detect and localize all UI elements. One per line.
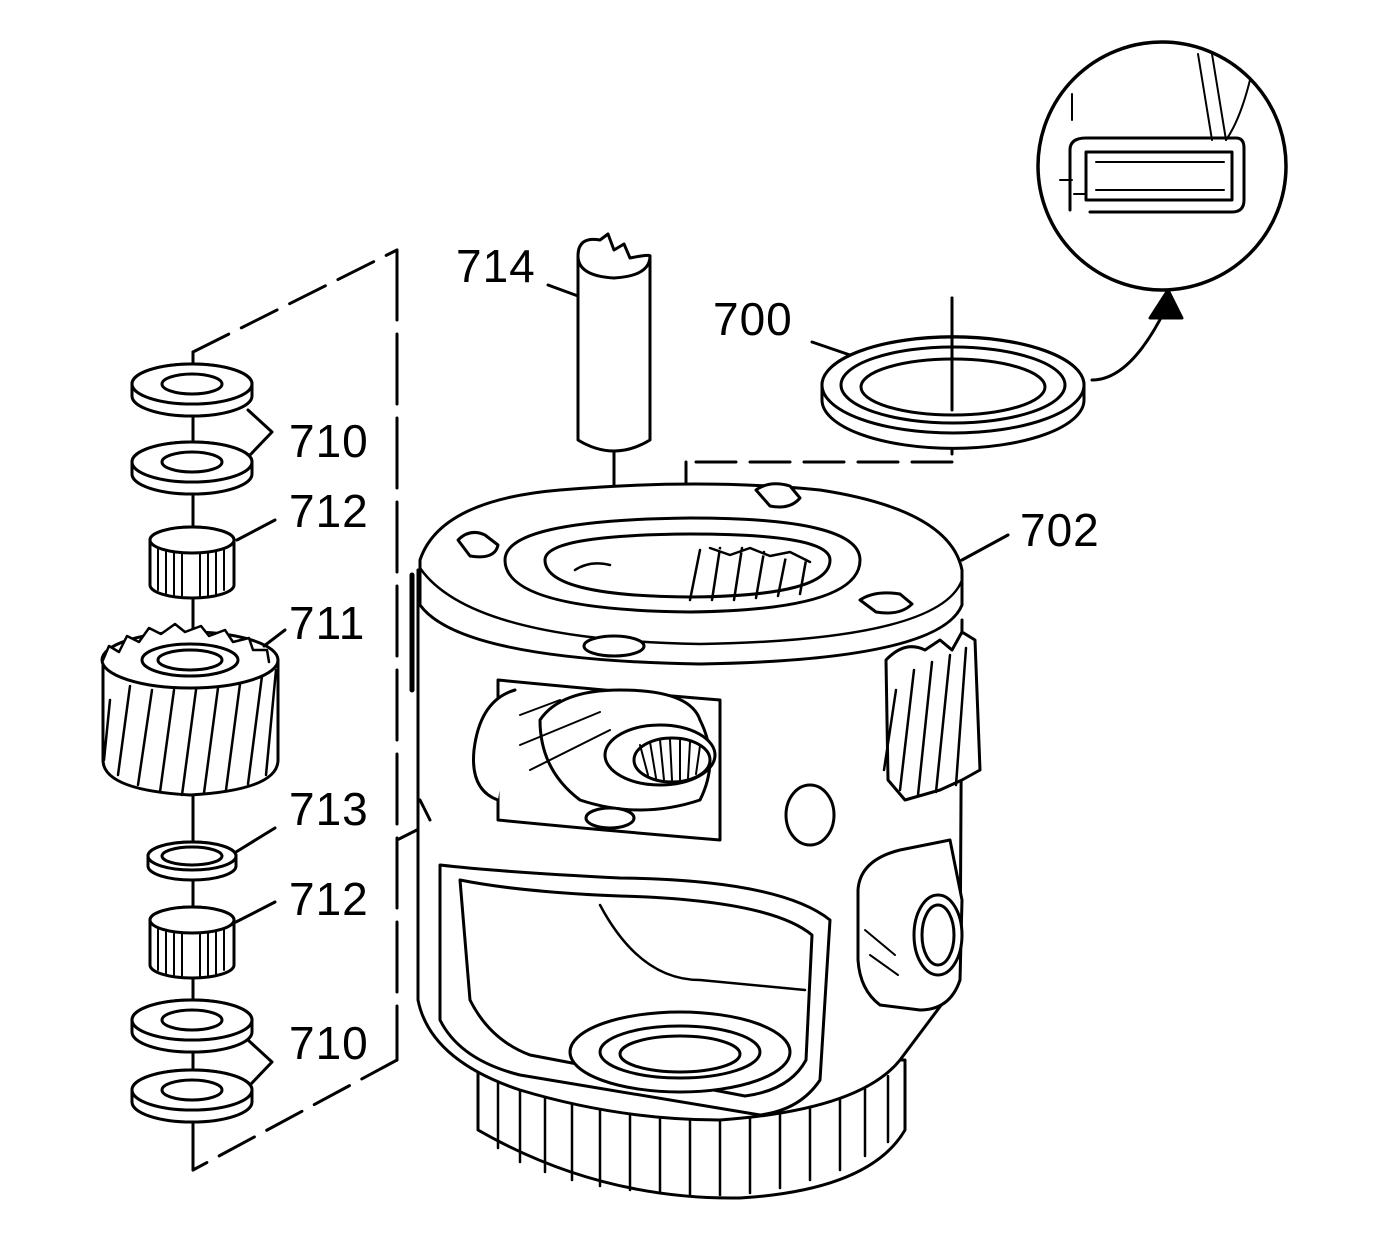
callout-712-bottom: 712 [289, 873, 369, 925]
detail-view-seal-section [1036, 40, 1288, 292]
callout-700: 700 [713, 293, 793, 345]
seal-700 [810, 296, 1086, 450]
thrust-washer-713 [146, 840, 238, 882]
differential-case-702 [409, 482, 1010, 1200]
washer-710-top-b [130, 440, 254, 496]
callout-710-top: 710 [289, 415, 369, 467]
pin-714 [546, 232, 652, 642]
left-leader-lines [234, 408, 287, 1087]
callout-712-top: 712 [289, 485, 369, 537]
callout-711: 711 [289, 597, 366, 649]
callout-713: 713 [289, 783, 369, 835]
washer-710-bottom-a [130, 998, 254, 1054]
needle-bearing-712-top [148, 525, 236, 600]
pinion-gear-711 [100, 622, 280, 797]
callout-710-bottom: 710 [289, 1017, 369, 1069]
needle-bearing-712-bottom [148, 905, 236, 980]
washer-710-bottom-b [130, 1068, 254, 1124]
washer-710-top-a [130, 362, 254, 418]
callout-714: 714 [456, 240, 536, 292]
callout-702: 702 [1020, 504, 1100, 556]
detail-arrow [1090, 288, 1184, 382]
